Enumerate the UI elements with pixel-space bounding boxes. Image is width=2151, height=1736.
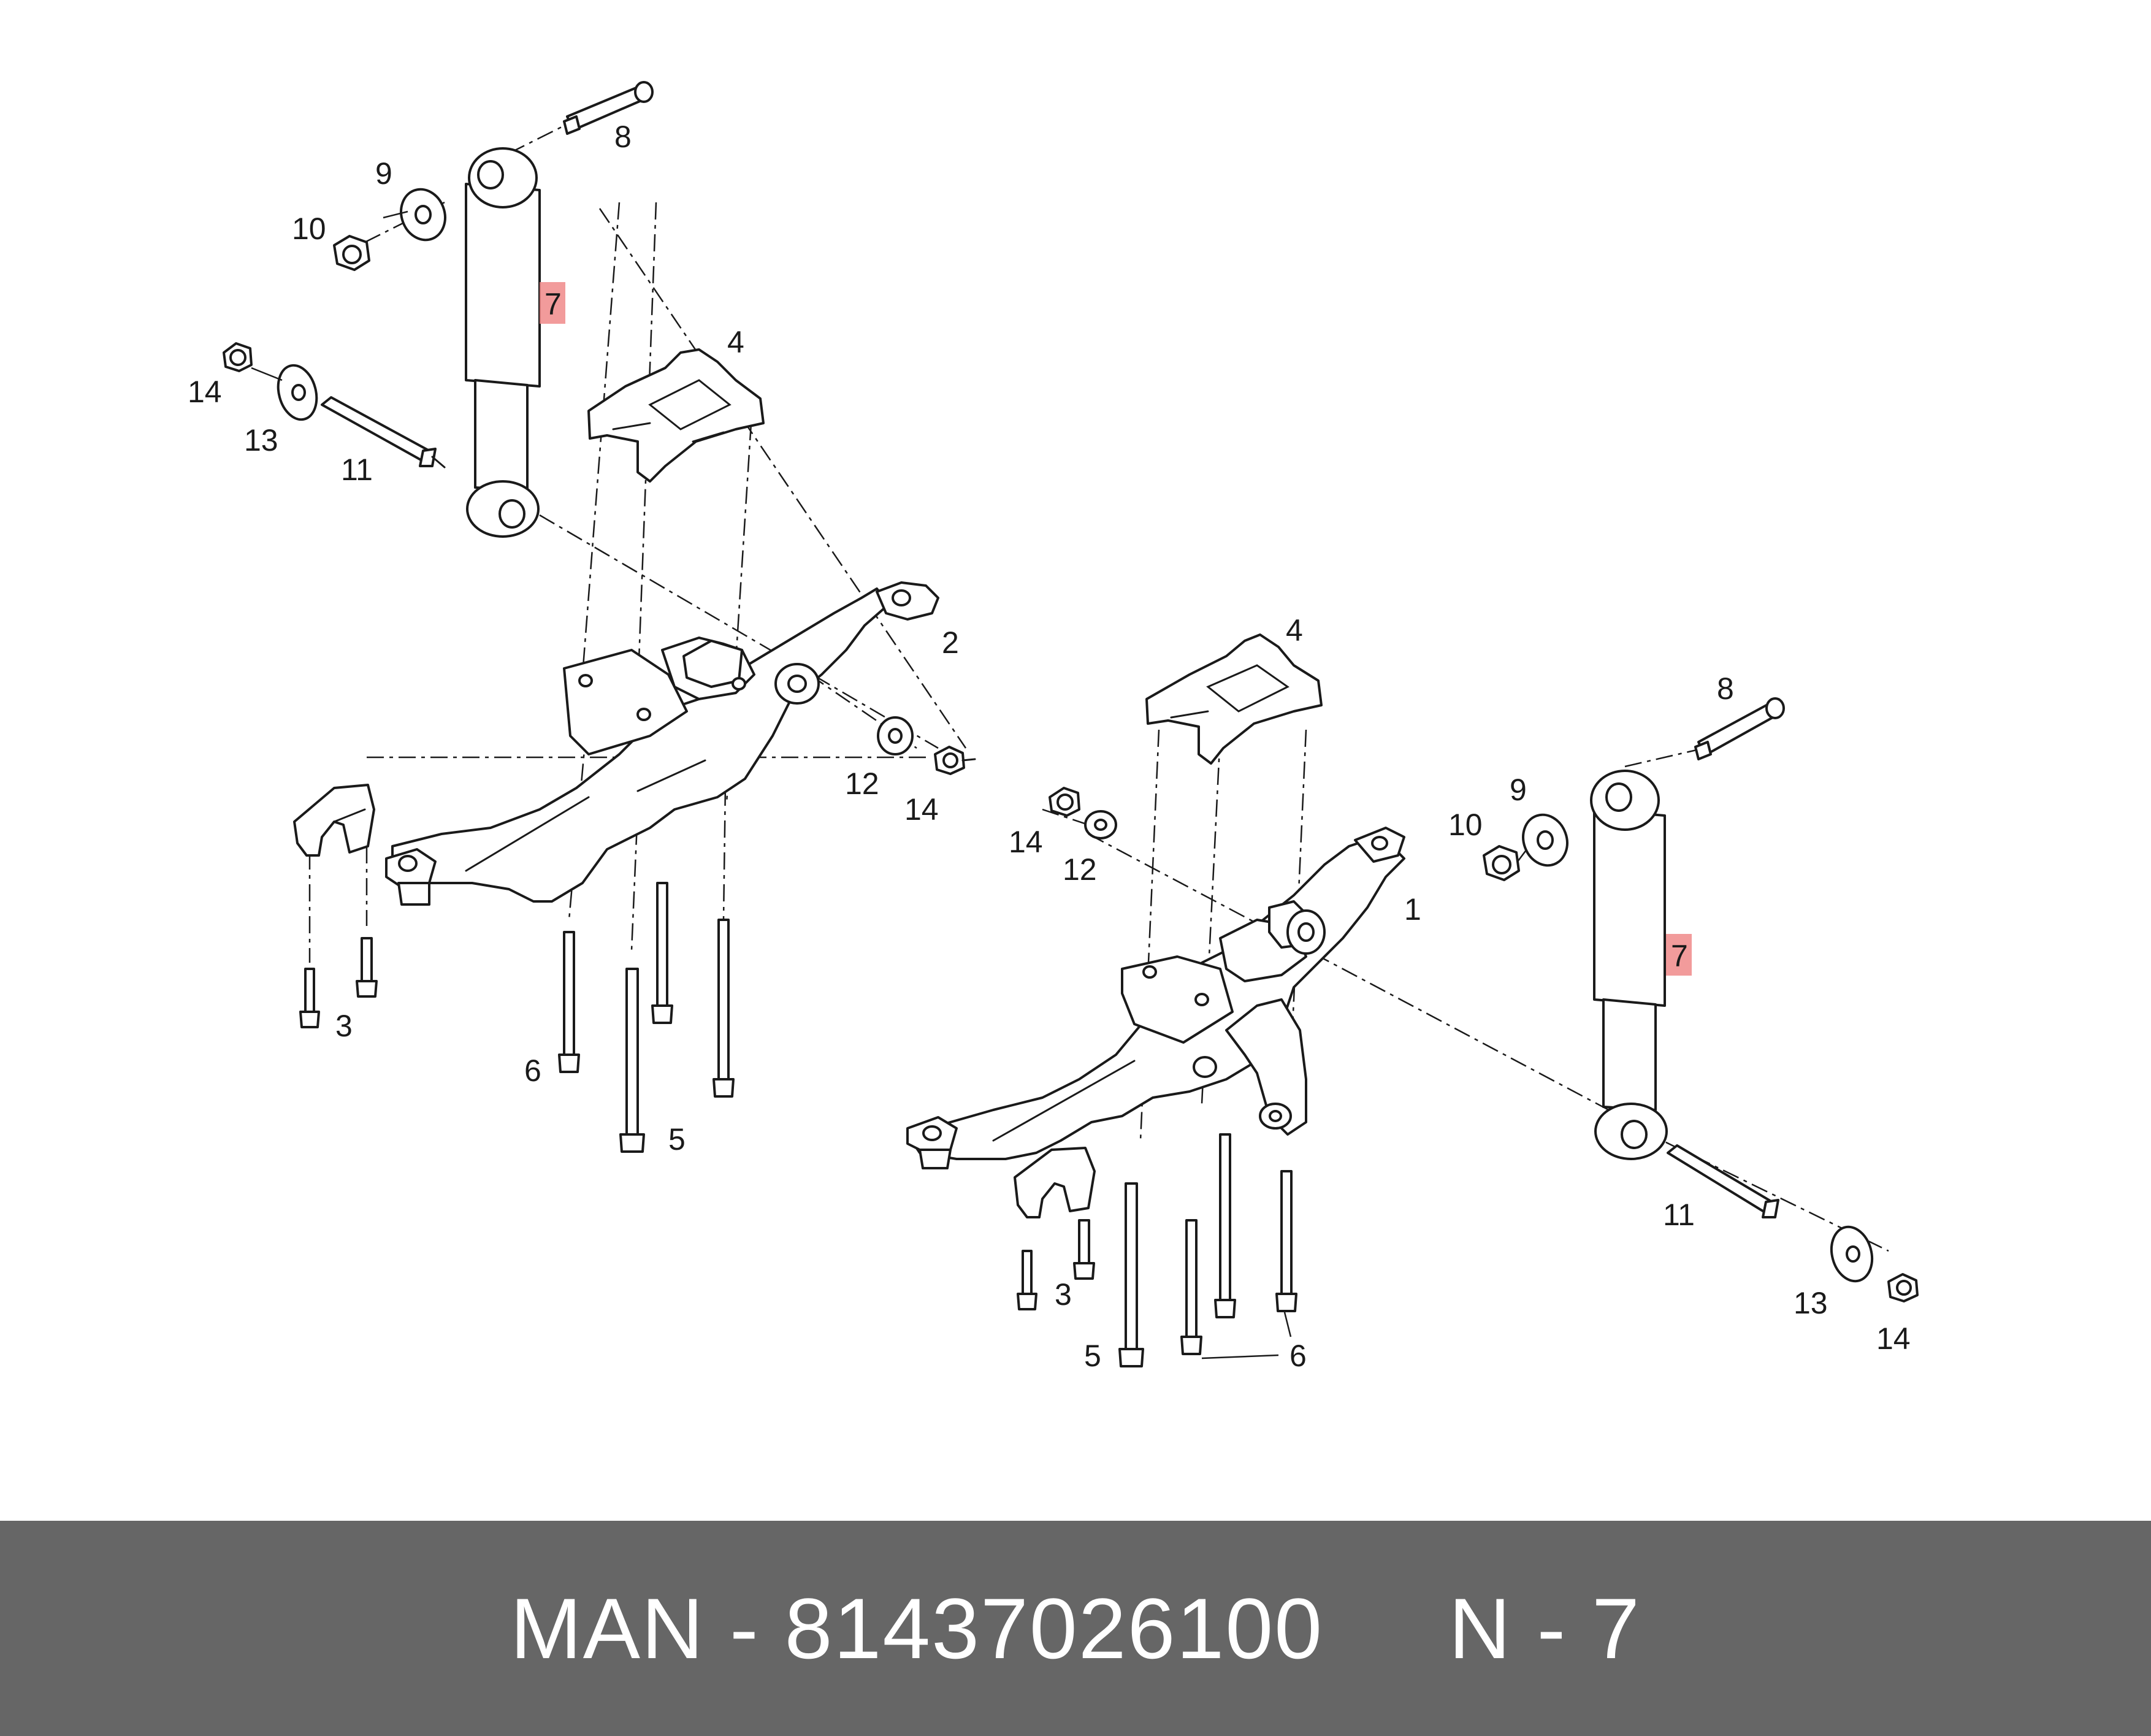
nut-10 xyxy=(333,235,370,271)
callout-label: 10 xyxy=(292,212,326,246)
callout-label: 13 xyxy=(244,423,278,457)
bolt-11-left xyxy=(321,396,446,468)
callout-label: 6 xyxy=(524,1053,541,1088)
callout-label: 14 xyxy=(904,792,939,827)
callout-label: 10 xyxy=(1448,808,1483,842)
rubber-mount-4-right xyxy=(1145,633,1323,765)
highlight-marker-left xyxy=(540,282,565,324)
axle-carrier-1 xyxy=(906,827,1405,1169)
washer-9-right xyxy=(1522,813,1568,867)
nut-14-left-top xyxy=(223,342,253,372)
nut-14-right-bottom xyxy=(1887,1273,1919,1302)
bolt-5-right xyxy=(1118,1182,1144,1367)
callout-label: 14 xyxy=(1009,825,1043,859)
callout-label: 11 xyxy=(341,453,373,487)
clamp-3-right xyxy=(1014,1147,1096,1310)
clamp-3-left xyxy=(293,784,378,1028)
pin-8 xyxy=(508,81,654,155)
highlight-marker-right xyxy=(1666,934,1692,976)
callout-label: 3 xyxy=(1055,1277,1072,1312)
callout-label: 1 xyxy=(1404,892,1421,927)
part-number-caption: MAN - 81437026100 N - 7 xyxy=(510,1580,1641,1677)
callout-label: 2 xyxy=(942,625,959,660)
bolts-6-right xyxy=(1180,1133,1297,1359)
callout-label: 12 xyxy=(845,767,879,801)
callout-label: 9 xyxy=(375,156,392,191)
nut-10-right xyxy=(1483,845,1520,881)
callout-label: 4 xyxy=(1286,613,1303,648)
shock-absorber-7-left xyxy=(465,147,541,538)
washer-13-left xyxy=(277,364,318,421)
callout-label: 4 xyxy=(727,325,744,359)
washer-12-left xyxy=(877,716,914,755)
washer-9 xyxy=(364,188,446,243)
callout-label: 11 xyxy=(1663,1198,1695,1232)
callout-label: 9 xyxy=(1510,773,1527,807)
callout-label: 8 xyxy=(1717,671,1734,706)
nut-14-left-bottom xyxy=(934,746,976,775)
bolts-6-left xyxy=(558,882,735,1098)
callout-label-highlighted: 7 xyxy=(544,287,562,321)
pin-8-right xyxy=(1694,697,1785,760)
parts-diagram: 8 9 10 7 4 14 13 11 2 12 14 3 6 5 4 8 9 … xyxy=(188,81,1919,1373)
shock-absorber-7-right xyxy=(1590,770,1668,1160)
callout-label: 14 xyxy=(188,375,222,409)
bolt-5-left xyxy=(619,968,645,1153)
callout-label-highlighted: 7 xyxy=(1671,939,1688,973)
nut-14-right-top xyxy=(1049,787,1080,817)
rubber-mount-4-left xyxy=(587,348,765,483)
callout-label: 8 xyxy=(614,120,632,154)
callout-label: 14 xyxy=(1876,1321,1911,1356)
bolt-11-right xyxy=(1667,1144,1779,1218)
washer-12-right xyxy=(1084,810,1117,839)
callout-labels: 8 9 10 7 4 14 13 11 2 12 14 3 6 5 4 8 9 … xyxy=(188,120,1911,1373)
left-assembly xyxy=(223,81,976,1153)
callout-label: 6 xyxy=(1289,1339,1307,1373)
callout-label: 12 xyxy=(1063,852,1097,887)
washer-13-right xyxy=(1830,1225,1874,1283)
callout-label: 5 xyxy=(668,1122,686,1157)
right-assembly xyxy=(906,633,1919,1367)
callout-label: 5 xyxy=(1084,1339,1101,1373)
footer-bar: MAN - 81437026100 N - 7 xyxy=(0,1521,2151,1736)
callout-label: 13 xyxy=(1794,1286,1828,1320)
callout-label: 3 xyxy=(335,1009,353,1043)
axle-carrier-2 xyxy=(385,581,939,906)
